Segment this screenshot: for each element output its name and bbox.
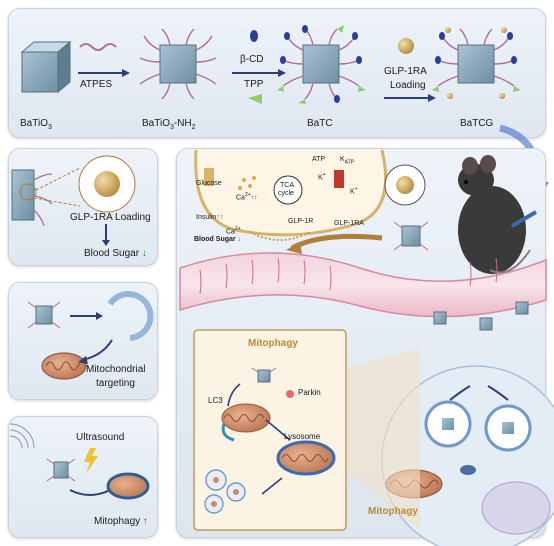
glp1r-receptor (249, 231, 311, 241)
label-ca-up: Ca2+↑↑ (236, 192, 258, 202)
mito-targeting-panel (8, 282, 158, 400)
label-cell-blood-sugar: Blood Sugar ↓ (194, 236, 242, 243)
tca-cycle-circle (273, 175, 303, 205)
label-atp: ATP (312, 156, 326, 163)
label-insulin: Insulin↑↑ (196, 214, 224, 221)
parkin-dot (286, 390, 294, 398)
endocytosis-vesicles (424, 400, 532, 452)
glp1ra-ball-zoom (94, 171, 120, 197)
label-batc: BaTC (307, 118, 333, 129)
batio3-cube (20, 40, 72, 94)
label-mito-2: targeting (96, 378, 135, 389)
small-mito (460, 465, 476, 475)
label-glp-loading-2: Loading (390, 80, 426, 91)
label-glp-loading: GLP-1RA Loading (70, 212, 151, 223)
vessel-particles (433, 301, 529, 331)
batcg-particle (432, 27, 521, 99)
label-glp1r: GLP-1R (288, 218, 314, 225)
label-batio3: BaTiO3 (20, 118, 52, 131)
label-blood-sugar-down: Blood Sugar ↓ (84, 248, 147, 259)
syringe-icon (510, 210, 538, 228)
label-tpp: TPP (244, 79, 264, 90)
atpes-molecule (79, 43, 117, 51)
label-tca-1: TCA (280, 182, 294, 189)
label-bcd: β-CD (240, 54, 264, 65)
mito-icon-small (41, 352, 87, 380)
lightning-icon (84, 448, 98, 474)
label-tca-2: cycle (278, 190, 294, 197)
mouse-illustration (458, 155, 531, 274)
label-batcg: BaTCG (460, 118, 494, 129)
label-lc3: LC3 (208, 396, 223, 405)
blood-vessel (179, 252, 547, 318)
glucose-transporter (204, 168, 214, 186)
batc-particle (277, 25, 366, 104)
label-mitophagy-up: Mitophagy ↑ (94, 516, 148, 527)
uptake-arrow (290, 233, 383, 251)
label-batio3-nh2: BaTiO3-NH2 (142, 118, 196, 131)
label-katp: KATP (340, 156, 355, 166)
label-mito-1: Mitochondrial (86, 364, 146, 375)
inset-mito-1 (221, 403, 271, 442)
bcd-icon (250, 30, 258, 42)
label-ultrasound: Ultrasound (76, 432, 125, 443)
label-glp1ra: GLP-1RA (334, 220, 364, 227)
glp1ra-ball (398, 38, 414, 54)
inset-particle (251, 367, 277, 383)
label-lysosome: Lysosome (284, 432, 321, 441)
nucleus (481, 481, 551, 535)
label-parkin: Parkin (298, 388, 321, 397)
mito-icon-us (106, 472, 150, 500)
label-glp-loading-1: GLP-1RA (384, 66, 427, 77)
batio3-nh2-particle (139, 28, 217, 100)
calcium-dots (238, 176, 256, 190)
label-ca2: Ca2+ (226, 226, 241, 236)
label-main-mitophagy: Mitophagy (368, 506, 418, 517)
batcg-main (401, 225, 421, 247)
mitophagy-inset (193, 329, 347, 531)
ultrasound-waves (9, 423, 35, 449)
label-atpes: ATPES (80, 79, 113, 90)
zoom-circle-small (19, 183, 37, 201)
inset-mito-2 (276, 440, 336, 476)
inset-zoom-wedge (345, 348, 420, 530)
tpp-icon (248, 94, 262, 104)
label-k1: K+ (318, 172, 326, 182)
label-k2: K+ (350, 186, 358, 196)
label-glucose: Glucose (196, 180, 222, 187)
katp-channel (334, 170, 344, 188)
inset-title: Mitophagy (248, 338, 298, 349)
